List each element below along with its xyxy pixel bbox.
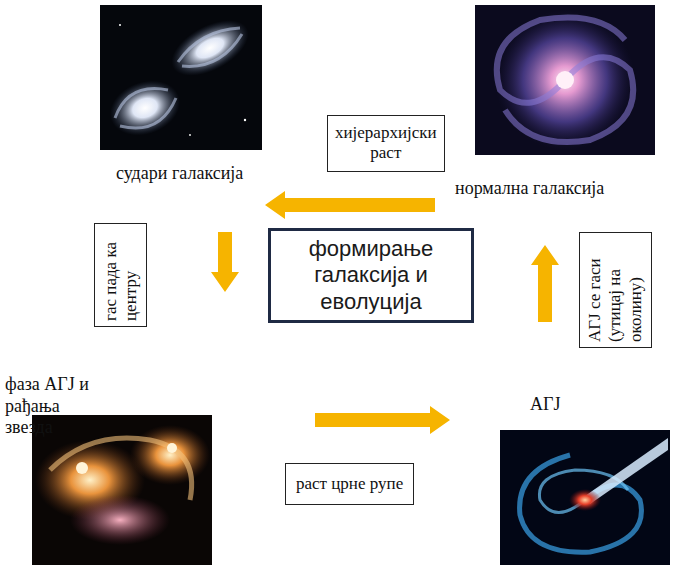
galaxy-disc [495, 10, 635, 150]
cycle-arrows [211, 191, 559, 434]
image-ground [100, 5, 262, 150]
box-text: раст црне рупе [296, 474, 403, 494]
process-box: АГЈ се гаси (утицај на околину) [579, 232, 652, 348]
image-caption: судари галаксија [116, 163, 243, 185]
galaxy-core [556, 71, 574, 89]
agn-image [500, 430, 670, 565]
star-dot [119, 24, 121, 26]
box-text: формирање галаксија и еволуција [276, 236, 466, 315]
image-caption: АГЈ [530, 394, 560, 416]
box-text: АГЈ се гаси (утицај на околину) [585, 238, 646, 342]
normal-galaxy-image [475, 5, 655, 155]
image-ground [500, 430, 670, 565]
image-ground [475, 5, 655, 155]
star-dot [189, 134, 191, 136]
central-box: формирање галаксија и еволуција [268, 228, 474, 323]
gas-cloud [70, 495, 170, 545]
galaxy-arm [115, 89, 176, 129]
star-dot [244, 119, 246, 121]
galaxy-disc [163, 9, 258, 87]
process-box: гас пада ка центру [94, 223, 147, 327]
process-box: хијерархијски раст [327, 115, 445, 172]
cycle-arrow [315, 406, 450, 434]
cycle-arrow [211, 232, 239, 292]
image-caption: нормална галаксија [455, 178, 604, 200]
gas-cloud [130, 425, 210, 485]
box-text: хијерархијски раст [335, 123, 437, 164]
starburst-image [32, 415, 212, 565]
cycle-arrow [531, 245, 559, 322]
tidal-arm [50, 438, 192, 500]
galaxy-arm [497, 18, 625, 103]
image-ground [32, 415, 212, 565]
galaxy-arm [178, 28, 242, 66]
image-caption: фаза АГЈ и рађања звезда [5, 374, 99, 439]
galaxy-core [76, 462, 88, 474]
galaxy-disc [102, 71, 187, 144]
colliding-galaxies-image [100, 5, 262, 150]
galaxy-arm [505, 57, 633, 142]
agn-core [569, 489, 601, 511]
box-text: гас пада ка центру [100, 229, 141, 321]
galaxy-core [167, 443, 177, 453]
cycle-arrow [265, 191, 435, 219]
process-box: раст црне рупе [285, 463, 414, 505]
